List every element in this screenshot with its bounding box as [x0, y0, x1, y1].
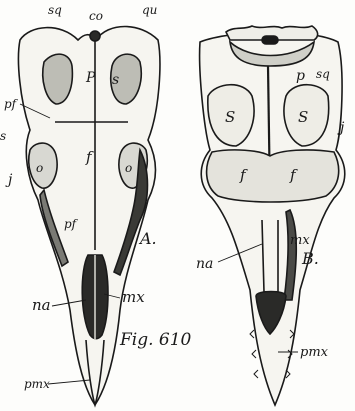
label-a-o-right: o: [125, 161, 132, 175]
label-b-na: na: [196, 256, 213, 272]
label-b-mx: mx: [290, 233, 310, 248]
label-a-o-left: o: [36, 161, 43, 175]
label-b-s-left: S: [225, 108, 235, 126]
label-a-pmx: pmx: [24, 377, 50, 391]
figure-caption: Fig. 610: [119, 330, 192, 350]
label-a-pf-top: pf: [4, 97, 19, 111]
label-a-s-edge: s: [0, 129, 6, 143]
label-a-panel: A.: [138, 229, 157, 248]
label-b-p: p: [296, 68, 305, 84]
label-a-co: co: [89, 9, 103, 23]
label-a-na: na: [32, 296, 51, 314]
skull-a-condyle: [90, 31, 100, 41]
label-a-sq: sq: [48, 3, 62, 17]
skull-b-frontals: [207, 150, 339, 202]
skull-b-foramen: [262, 36, 278, 44]
label-a-qu: qu: [142, 3, 157, 17]
label-a-p: P: [85, 70, 96, 86]
label-b-panel: B.: [301, 249, 319, 268]
label-b-sq: sq: [316, 67, 330, 81]
label-b-s-right: S: [298, 108, 308, 126]
label-a-s: s: [112, 72, 119, 88]
label-b-pmx: pmx: [300, 345, 329, 360]
label-a-j: j: [5, 172, 13, 188]
label-a-mx: mx: [122, 288, 145, 306]
